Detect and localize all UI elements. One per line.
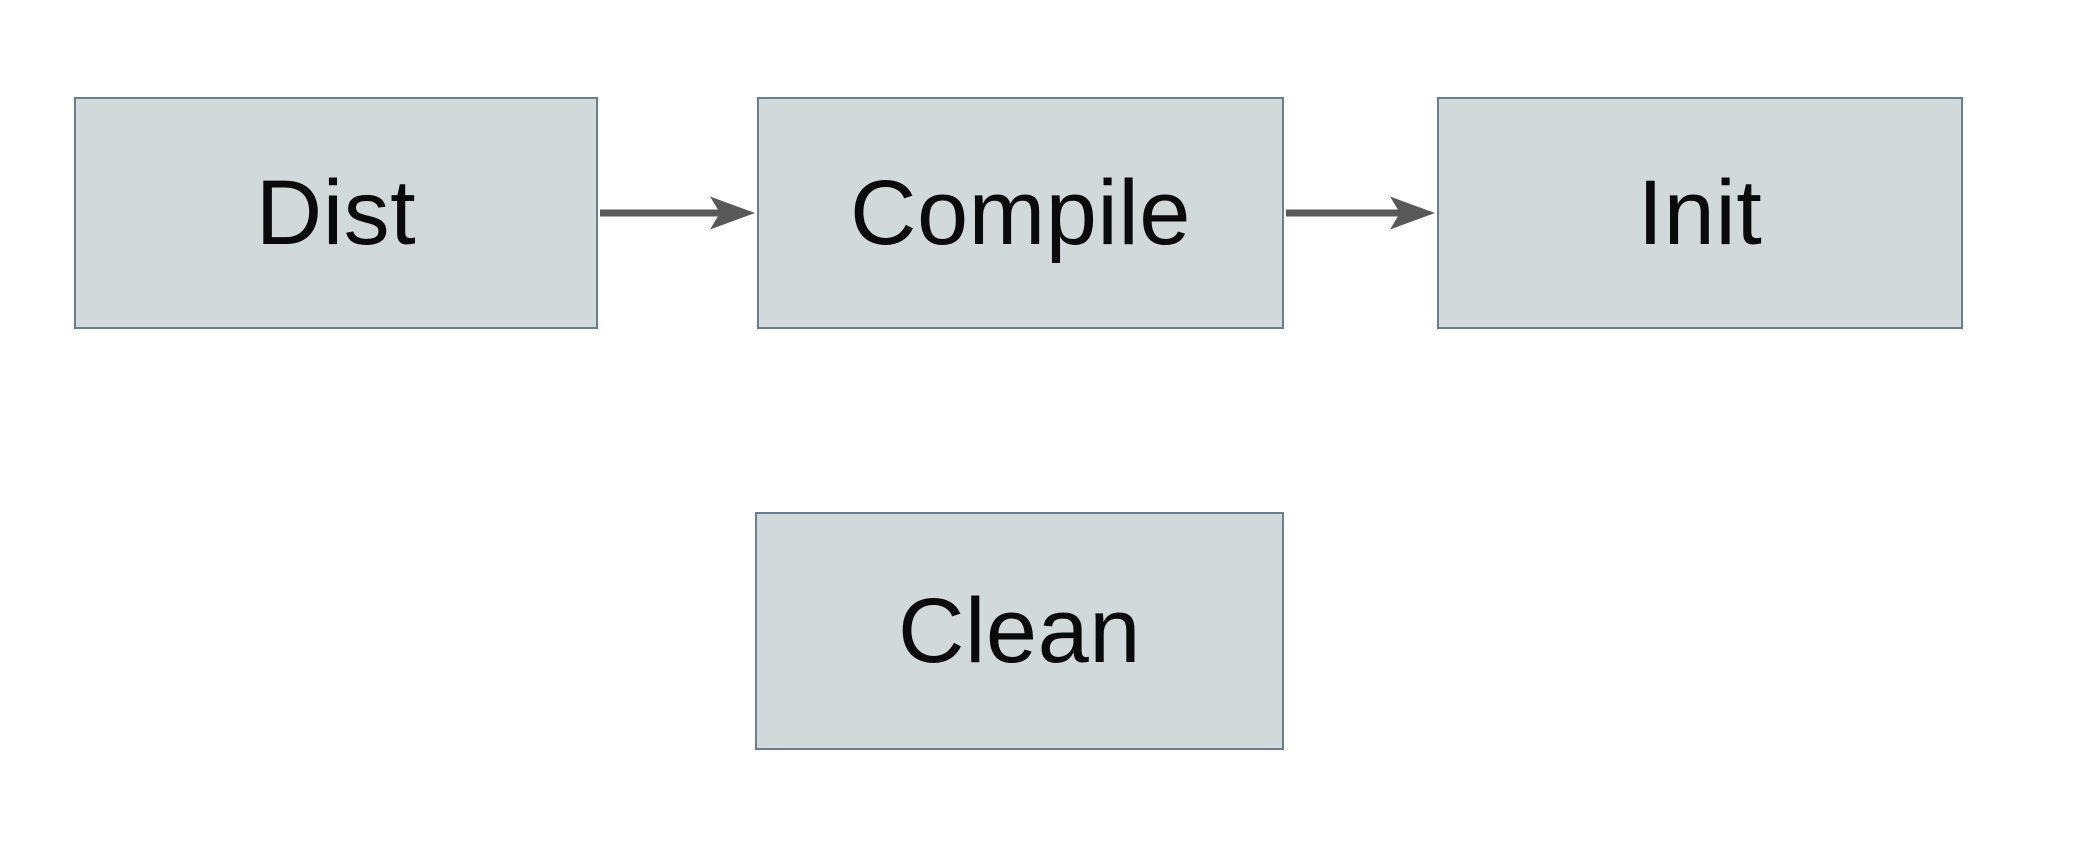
- arrowhead-icon: [710, 196, 755, 230]
- arrow-compile-to-init: [1286, 196, 1435, 230]
- node-label-compile: Compile: [850, 162, 1191, 264]
- node-dist[interactable]: Dist: [74, 97, 598, 329]
- node-label-dist: Dist: [255, 162, 417, 264]
- node-label-clean: Clean: [898, 580, 1141, 682]
- arrow-dist-to-compile: [600, 196, 755, 230]
- node-label-init: Init: [1637, 162, 1763, 264]
- node-compile[interactable]: Compile: [757, 97, 1284, 329]
- node-init[interactable]: Init: [1437, 97, 1963, 329]
- arrowhead-icon: [1390, 196, 1435, 230]
- node-clean[interactable]: Clean: [755, 512, 1284, 750]
